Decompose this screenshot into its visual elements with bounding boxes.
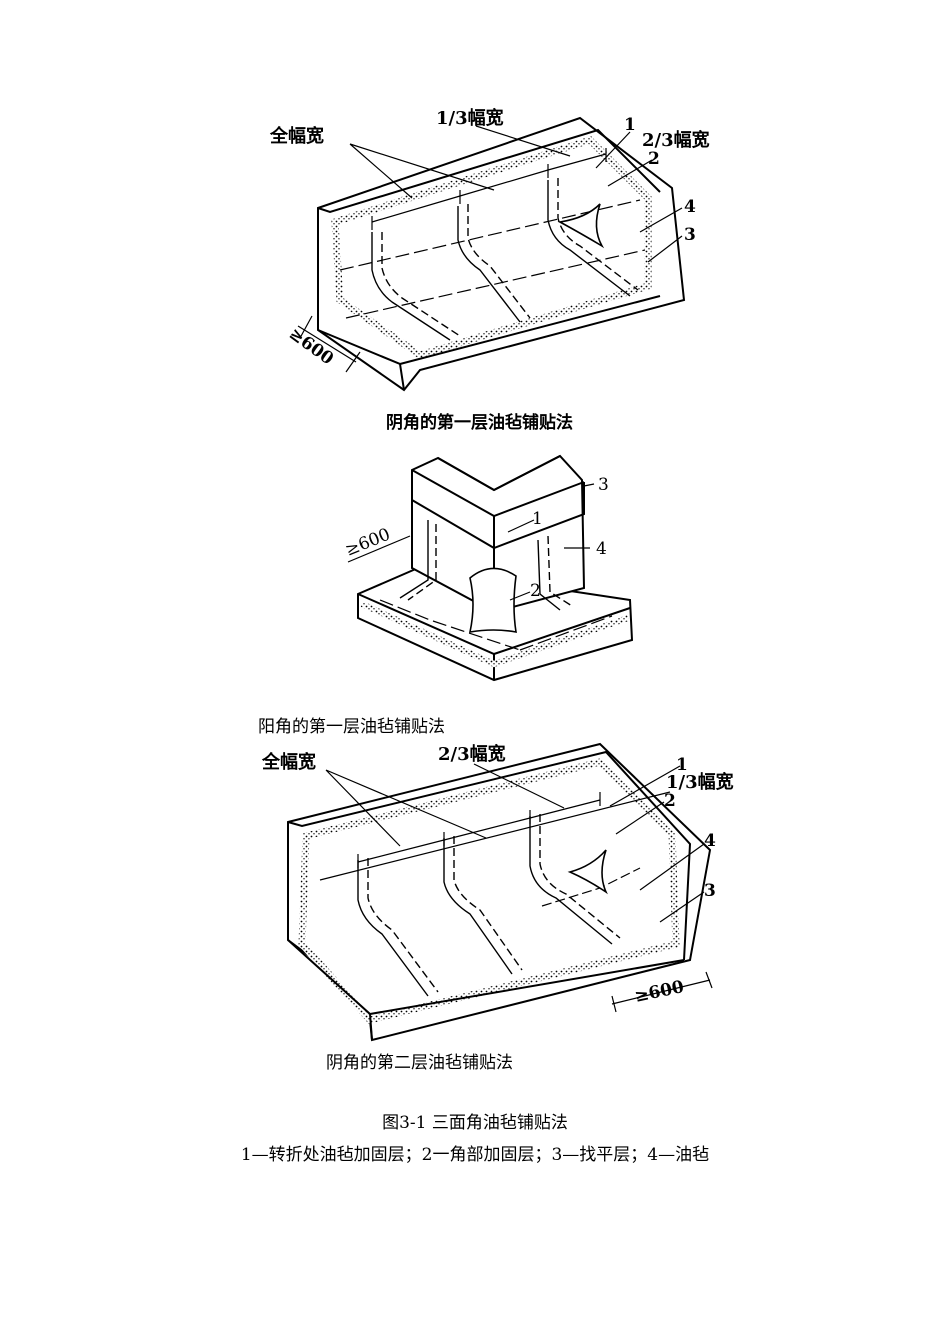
fig2-label-3: 3 [598, 475, 609, 495]
fig3-full-width-label: 全幅宽 [261, 751, 316, 773]
figure1-caption: 阴角的第一层油毡铺贴法 [386, 413, 573, 433]
fig2-label-2: 2 [530, 581, 541, 601]
figure3-drawing [287, 742, 713, 1042]
fig3-label-3: 3 [704, 881, 716, 901]
figure2-drawing [347, 454, 634, 682]
fig3-third-width-label: 1/3幅宽 [666, 771, 734, 793]
fig1-label-1: 1 [624, 115, 636, 135]
figure1-drawing [297, 116, 686, 392]
figure-legend: 1—转折处油毡加固层；2一角部加固层；3—找平层；4—油毡 [240, 1145, 710, 1165]
fig1-label-2: 2 [648, 149, 660, 169]
figure3-caption: 阴角的第二层油毡铺贴法 [326, 1053, 513, 1073]
fig1-two-third-width-label: 2/3幅宽 [642, 129, 710, 151]
fig2-label-1: 1 [532, 509, 543, 529]
figure2-caption: 阳角的第一层油毡铺贴法 [258, 717, 445, 737]
fig1-label-3: 3 [684, 225, 696, 245]
fig3-label-4: 4 [704, 831, 716, 851]
fig2-label-4: 4 [596, 539, 607, 559]
fig1-full-width-label: 全幅宽 [269, 125, 324, 147]
fig1-third-width-label: 1/3幅宽 [436, 107, 504, 129]
figure-title: 图3-1 三面角油毡铺贴法 [382, 1113, 568, 1133]
fig3-two-third-width-label: 2/3幅宽 [438, 743, 506, 765]
fig2-dimension-label: ≥600 [342, 525, 393, 561]
fig3-dimension-label: ≥600 [633, 977, 686, 1007]
fig3-label-1: 1 [676, 755, 688, 775]
figure3-labels: 全幅宽 2/3幅宽 1 1/3幅宽 2 4 3 ≥600 [261, 743, 734, 1007]
fig3-label-2: 2 [664, 791, 676, 811]
fig1-label-4: 4 [684, 197, 696, 217]
